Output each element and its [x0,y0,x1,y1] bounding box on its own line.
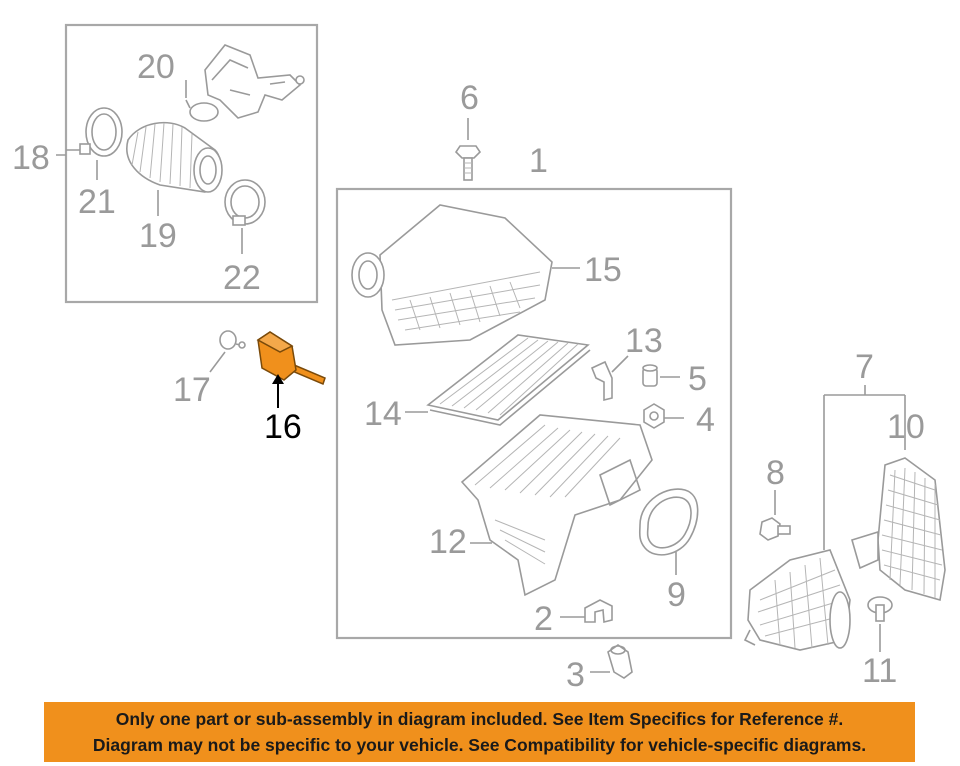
grommet-part-3 [607,644,633,679]
callout-9: 9 [667,576,686,614]
callout-22: 22 [223,259,261,297]
mass-air-flow-sensor-part-16 [256,331,326,386]
callout-3: 3 [566,656,585,694]
clamp-part-21 [79,107,123,157]
leader-16-arrow [272,374,284,384]
callout-10: 10 [887,408,925,446]
callout-6: 6 [460,79,479,117]
lower-case-part-12 [460,414,653,597]
nut-part-4 [643,403,665,429]
disclaimer-line-1: Only one part or sub-assembly in diagram… [115,709,844,729]
bolt-part-6 [454,118,482,181]
leader-18 [56,149,80,156]
bracket-part-13 [590,360,613,402]
bolt-part-8 [759,517,791,541]
callout-19: 19 [139,217,177,255]
leader-13 [611,355,629,373]
clip-part-11 [867,596,893,622]
clamp-part-22 [224,179,266,226]
air-cleaner-cover-part-15 [351,204,553,346]
parts-diagram: 1 2 3 4 5 6 7 8 9 10 11 12 13 14 15 16 1… [12,23,946,694]
grommet-part-5 [642,364,658,387]
air-cleaner-assembly-box [335,187,733,640]
duct-part-7 [743,549,851,651]
callout-8: 8 [766,454,785,492]
callout-2: 2 [534,600,553,638]
disclaimer-line-2: Diagram may not be specific to your vehi… [92,735,867,755]
disclaimer-banner: Only one part or sub-assembly in diagram… [44,702,915,762]
callout-15: 15 [584,251,622,289]
callout-4: 4 [696,401,715,439]
callout-16: 16 [264,408,302,446]
intake-hose-inset-box [64,23,319,304]
callout-20: 20 [137,48,175,86]
callout-17: 17 [173,371,211,409]
callout-1: 1 [529,142,548,180]
callout-7: 7 [855,348,874,386]
intake-hose-part-19 [126,121,223,193]
filter-element-part-14 [426,334,591,426]
callout-14: 14 [364,395,402,433]
leader-17 [209,351,226,373]
bracket-7 [823,385,906,540]
callout-11: 11 [862,652,897,690]
resonator-part-10 [851,457,946,602]
callout-13: 13 [625,322,663,360]
callout-18: 18 [12,139,50,177]
seal-part-9 [638,488,699,556]
clip-part-2 [584,599,613,624]
callout-21: 21 [78,183,116,221]
intake-duct-part-20-area [204,44,305,119]
clamp-part-20 [185,99,219,122]
callout-12: 12 [429,523,467,561]
callout-5: 5 [688,360,707,398]
screw-part-17 [219,330,246,350]
